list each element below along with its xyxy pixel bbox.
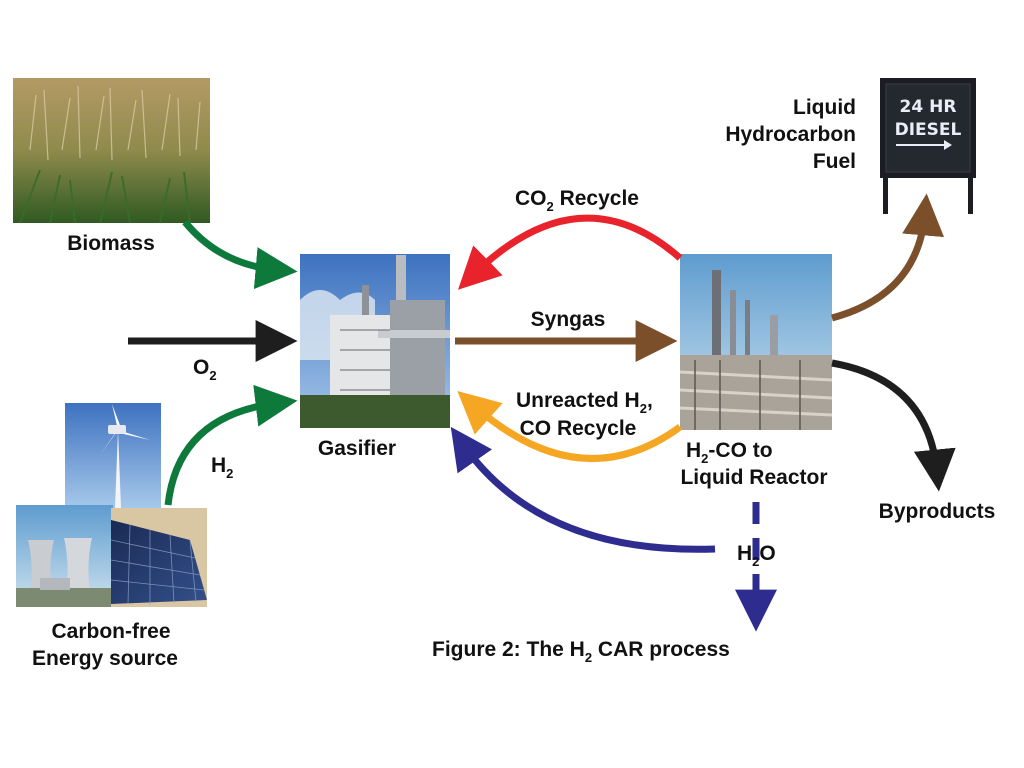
fuel-label-line1: Liquid [793,96,856,119]
gasifier-label: Gasifier [318,437,396,460]
reactor-label-line1: H2-CO to [686,439,773,466]
sign-line2: DIESEL [895,120,962,140]
syngas-label: Syngas [531,308,606,331]
co2-recycle-label: CO2 Recycle [515,187,639,214]
wind-turbine-photo [65,403,161,508]
co2-label-recycle: Recycle [554,187,639,210]
sign-line1: 24 HR [900,97,957,117]
water-label-o: O [759,542,775,565]
solar-panel-photo [110,508,207,607]
fuel-label-line2: Hydrocarbon [725,123,856,146]
water-label-h: H [737,542,752,565]
hydrogen-label-h: H [211,454,226,477]
caption-part1: Figure 2: The H [432,638,585,661]
reactor-to-fuel-arrow [831,193,945,322]
biomass-label: Biomass [67,232,155,255]
unreacted-recycle-arrow [457,390,683,463]
water-label: H2O [737,542,776,569]
oxygen-label-subscript: 2 [209,368,216,383]
reactor-to-byproducts-arrow [831,359,956,492]
reactor-label-h-subscript: 2 [701,451,708,466]
oxygen-label: O2 [193,356,217,383]
reactor-label-h: H [686,439,701,462]
cooling-towers-photo [16,505,113,607]
diesel-sign-photo [880,78,976,214]
co2-recycle-arrow [458,214,683,290]
unreacted-label-text: Unreacted H [516,389,640,412]
unreacted-label-subscript: 2 [640,401,647,416]
caption-part2: CAR process [592,638,730,661]
unreacted-label-line1: Unreacted H2, [516,389,653,416]
water-label-subscript: 2 [752,554,759,569]
co2-label-subscript: 2 [547,199,554,214]
biomass-to-gasifier-arrow [182,219,298,289]
hydrogen-label: H2 [211,454,233,481]
water-return-arrow [450,426,716,553]
unreacted-label-comma: , [647,389,653,412]
reactor-photo [679,254,833,430]
oxygen-label-o: O [193,356,209,379]
biomass-photo [13,78,210,224]
unreacted-label-line2: CO Recycle [520,417,637,440]
caption-subscript: 2 [585,650,592,665]
byproducts-label: Byproducts [879,500,996,523]
gasifier-photo [300,254,450,428]
fuel-label-line3: Fuel [813,150,856,173]
reactor-label-line2: Liquid Reactor [680,466,827,489]
energy-source-label-line1: Carbon-free [51,620,170,643]
reactor-label-co: -CO to [708,439,772,462]
co2-label-co: CO [515,187,547,210]
hydrogen-to-gasifier-arrow [164,384,298,506]
hydrogen-label-subscript: 2 [226,466,233,481]
energy-source-label-line2: Energy source [32,647,178,670]
figure-caption: Figure 2: The H2 CAR process [432,638,730,665]
